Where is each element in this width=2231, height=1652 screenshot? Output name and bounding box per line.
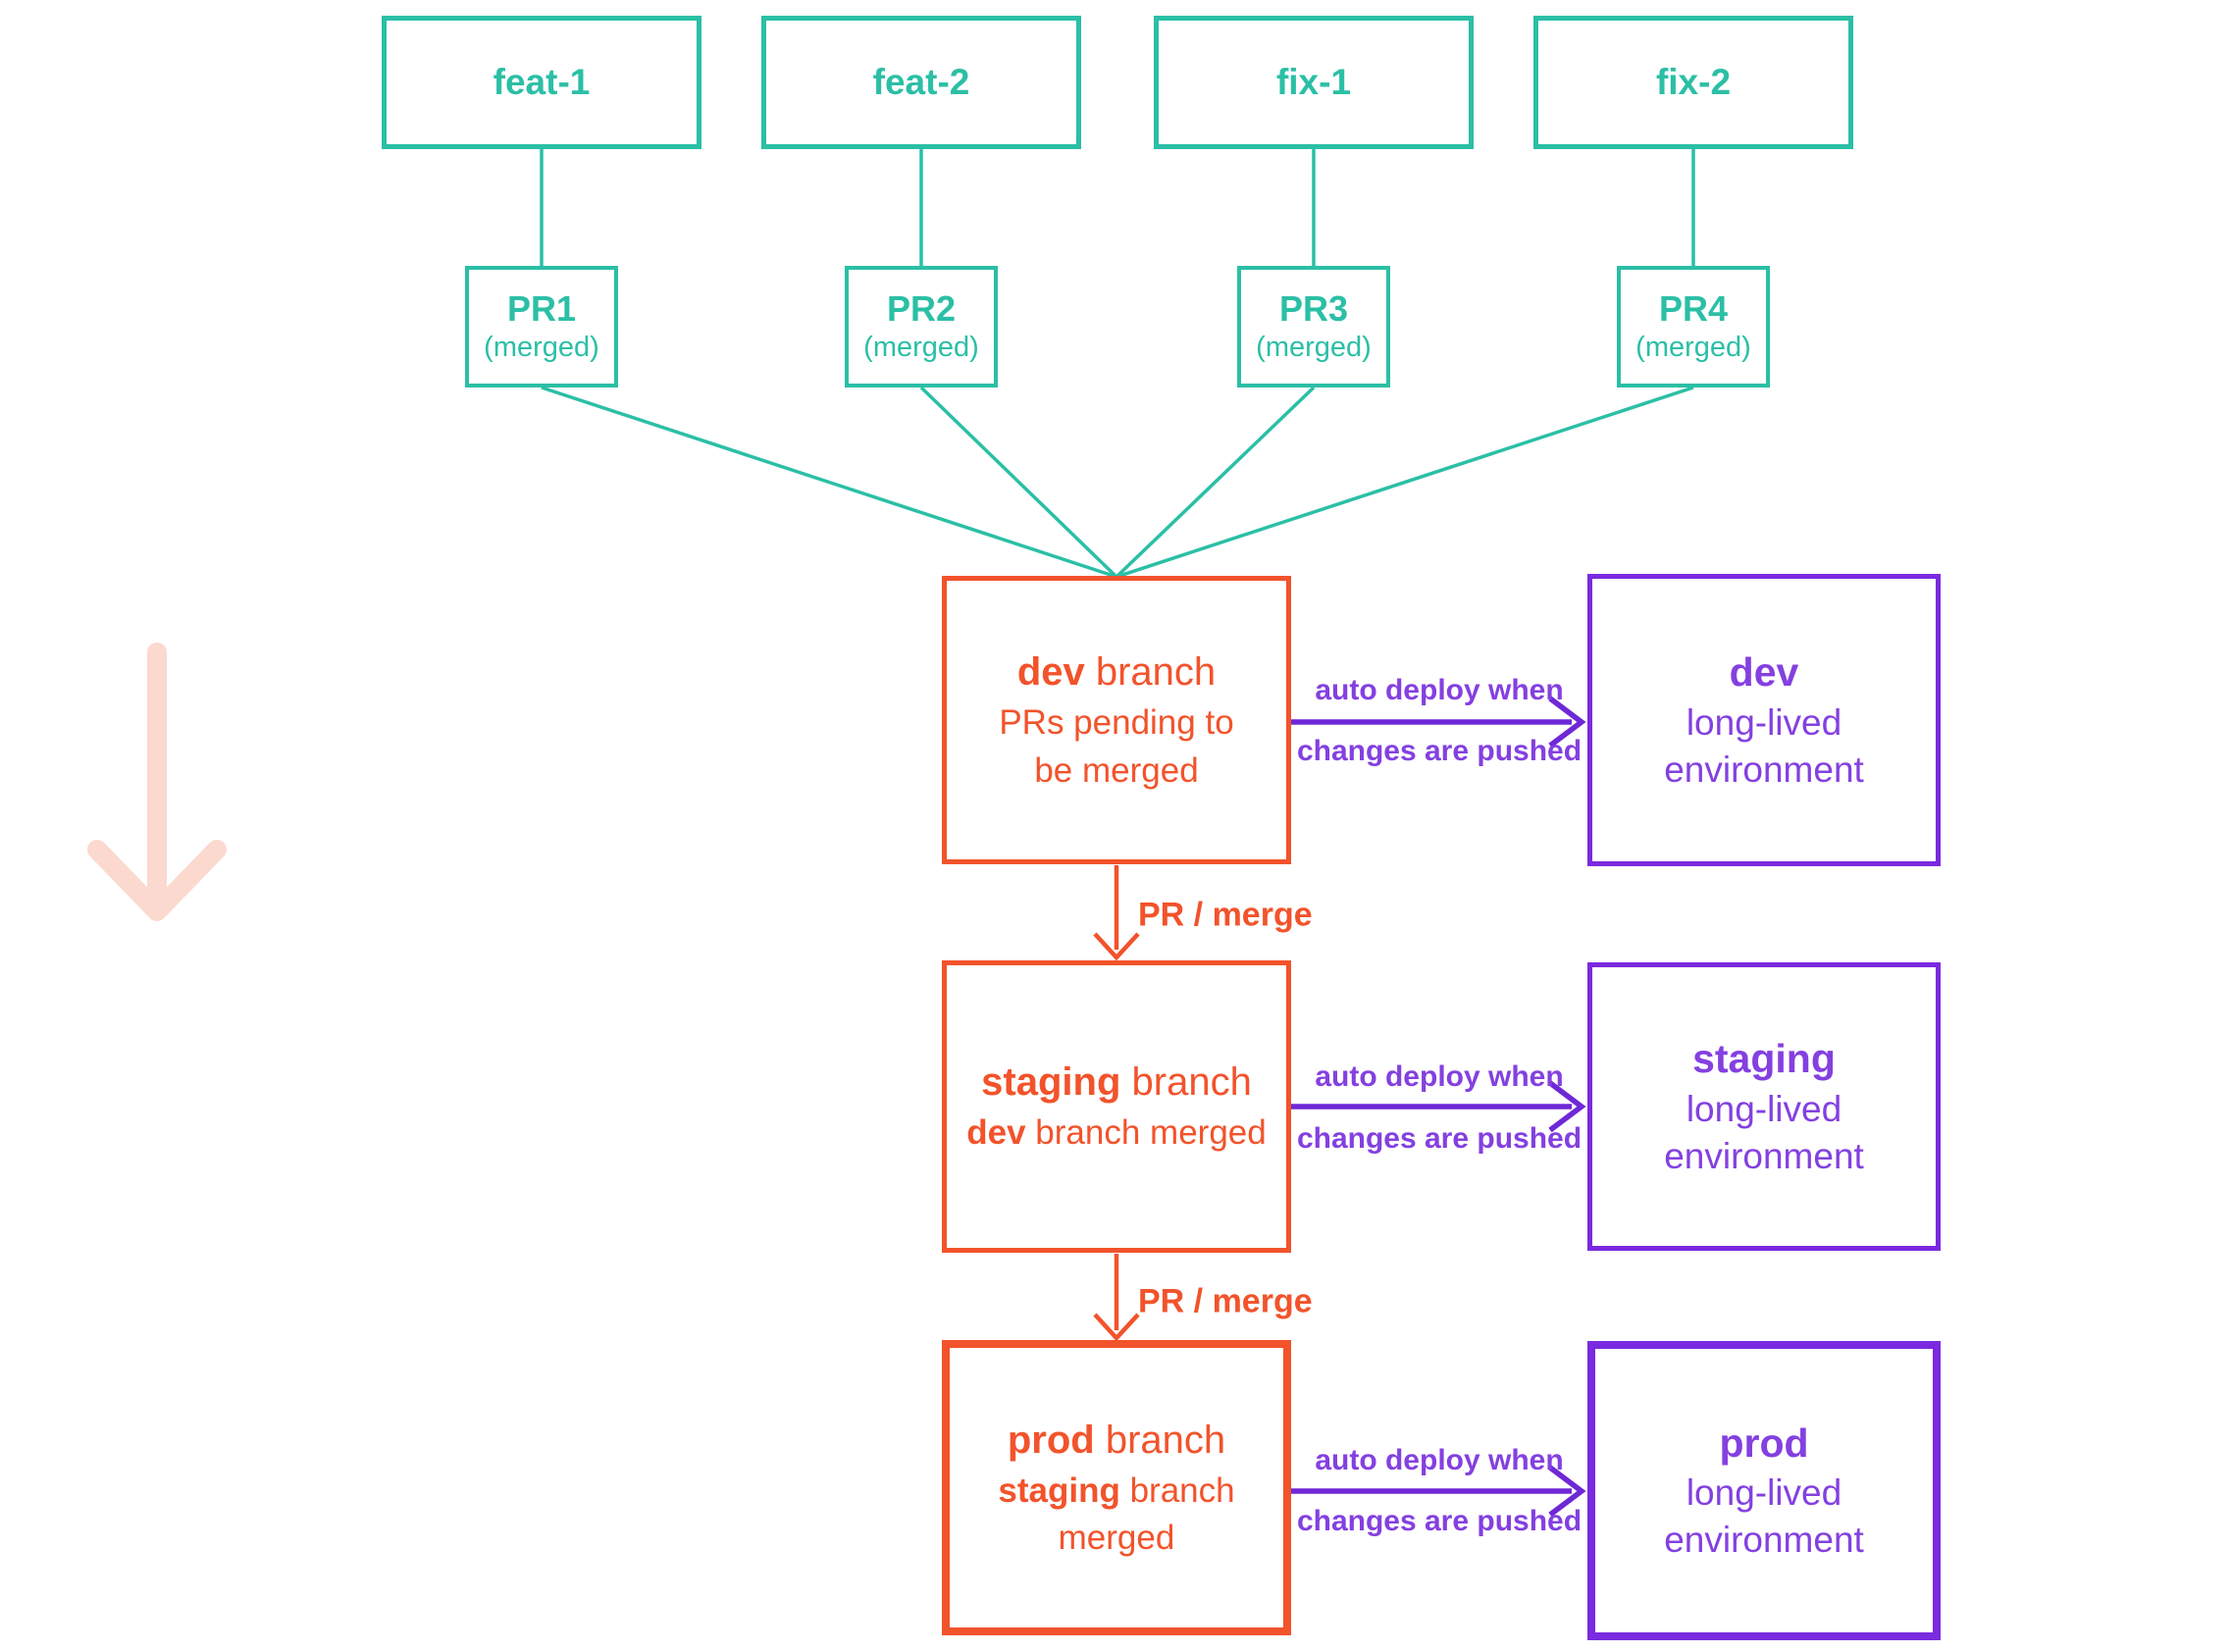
- branch-name: dev: [1016, 650, 1085, 695]
- merge-arrow-staging-to-prod: [1093, 1254, 1140, 1342]
- node-feat-2: feat-2: [761, 16, 1081, 149]
- pr-label: PR1: [506, 288, 577, 330]
- node-prod-branch: prod branch staging branch merged: [942, 1340, 1291, 1635]
- environment-desc-line: environment: [1664, 1135, 1864, 1176]
- node-staging-environment: staging long-lived environment: [1587, 962, 1941, 1251]
- branch-desc-bold: staging: [998, 1471, 1120, 1510]
- connector-pr1-to-dev-branch: [541, 386, 1117, 579]
- branch-desc-line: staging branch: [998, 1468, 1234, 1515]
- branch-title: staging branch: [981, 1056, 1252, 1110]
- deploy-arrow-head: [1548, 696, 1586, 749]
- branch-desc-bold: dev: [966, 1113, 1026, 1153]
- deploy-arrow-head: [1548, 1080, 1586, 1133]
- node-fix-2: fix-2: [1533, 16, 1853, 149]
- environment-desc-line: environment: [1664, 1520, 1864, 1561]
- node-feat-1: feat-1: [382, 16, 701, 149]
- pr-status: (merged): [484, 332, 599, 364]
- merge-label: PR / merge: [1138, 1282, 1313, 1320]
- connector-pr3-to-dev-branch: [1115, 386, 1316, 579]
- pr-status: (merged): [863, 332, 979, 364]
- deploy-label-line2: changes are pushed: [1296, 735, 1582, 767]
- deploy-arrow-dev: [1291, 696, 1586, 749]
- deploy-arrow-staging: [1291, 1080, 1586, 1133]
- connector-pr2-to-dev-branch: [919, 386, 1118, 579]
- branch-desc-line: PRs pending to: [999, 703, 1234, 743]
- node-prod-environment: prod long-lived environment: [1587, 1341, 1941, 1640]
- branch-title-rest: branch: [1084, 650, 1217, 695]
- merge-label: PR / merge: [1138, 896, 1313, 934]
- environment-name: prod: [1719, 1420, 1809, 1466]
- branch-desc-line: be merged: [1034, 750, 1199, 790]
- environment-desc-line: long-lived: [1686, 701, 1842, 743]
- branch-desc-line: dev branch merged: [966, 1110, 1266, 1157]
- node-staging-branch: staging branch dev branch merged: [942, 960, 1291, 1253]
- branch-title: dev branch: [1017, 645, 1216, 699]
- environment-name: staging: [1692, 1036, 1836, 1082]
- deploy-label-line2: changes are pushed: [1296, 1505, 1582, 1537]
- environment-name: dev: [1729, 649, 1799, 696]
- node-dev-environment: dev long-lived environment: [1587, 574, 1941, 866]
- feature-branch-label: fix-2: [1655, 62, 1732, 102]
- connector-pr4-to-dev-branch: [1116, 386, 1694, 579]
- deploy-label-line1: auto deploy when: [1315, 674, 1564, 706]
- branch-title: prod branch: [1008, 1414, 1225, 1468]
- node-fix-1: fix-1: [1154, 16, 1474, 149]
- merge-arrow-dev-to-staging: [1093, 865, 1140, 961]
- branch-name: prod: [1007, 1418, 1095, 1462]
- deploy-label-line1: auto deploy when: [1315, 1060, 1564, 1093]
- node-pr2: PR2 (merged): [845, 266, 998, 387]
- branch-desc-line: merged: [1058, 1519, 1175, 1558]
- deploy-label-line1: auto deploy when: [1315, 1444, 1564, 1476]
- branch-desc-rest: branch merged: [1025, 1113, 1267, 1153]
- node-pr1: PR1 (merged): [465, 266, 618, 387]
- pr-status: (merged): [1256, 332, 1372, 364]
- branch-desc-rest: branch: [1119, 1471, 1235, 1510]
- node-pr3: PR3 (merged): [1237, 266, 1390, 387]
- feature-branch-label: fix-1: [1275, 62, 1352, 102]
- deploy-arrow-head: [1548, 1465, 1586, 1518]
- pr-label: PR3: [1278, 288, 1349, 330]
- branch-title-rest: branch: [1094, 1418, 1226, 1462]
- deploy-arrow-prod: [1291, 1465, 1586, 1518]
- node-dev-branch: dev branch PRs pending to be merged: [942, 576, 1291, 864]
- pr-label: PR4: [1658, 288, 1729, 330]
- merge-arrow-head: [1093, 1313, 1140, 1342]
- merge-arrow-head: [1093, 932, 1140, 961]
- environment-desc-line: long-lived: [1686, 1472, 1842, 1514]
- pr-status: (merged): [1635, 332, 1751, 364]
- node-pr4: PR4 (merged): [1617, 266, 1770, 387]
- environment-desc-line: long-lived: [1686, 1088, 1842, 1129]
- feature-branch-label: feat-2: [872, 62, 970, 102]
- feature-branch-label: feat-1: [493, 62, 591, 102]
- pr-label: PR2: [886, 288, 957, 330]
- deploy-label-line2: changes are pushed: [1296, 1122, 1582, 1155]
- branch-title-rest: branch: [1120, 1060, 1252, 1105]
- branch-name: staging: [981, 1060, 1121, 1105]
- flow-arrow-head: [87, 840, 227, 921]
- flow-direction-arrow: [87, 643, 227, 921]
- environment-desc-line: environment: [1664, 749, 1864, 790]
